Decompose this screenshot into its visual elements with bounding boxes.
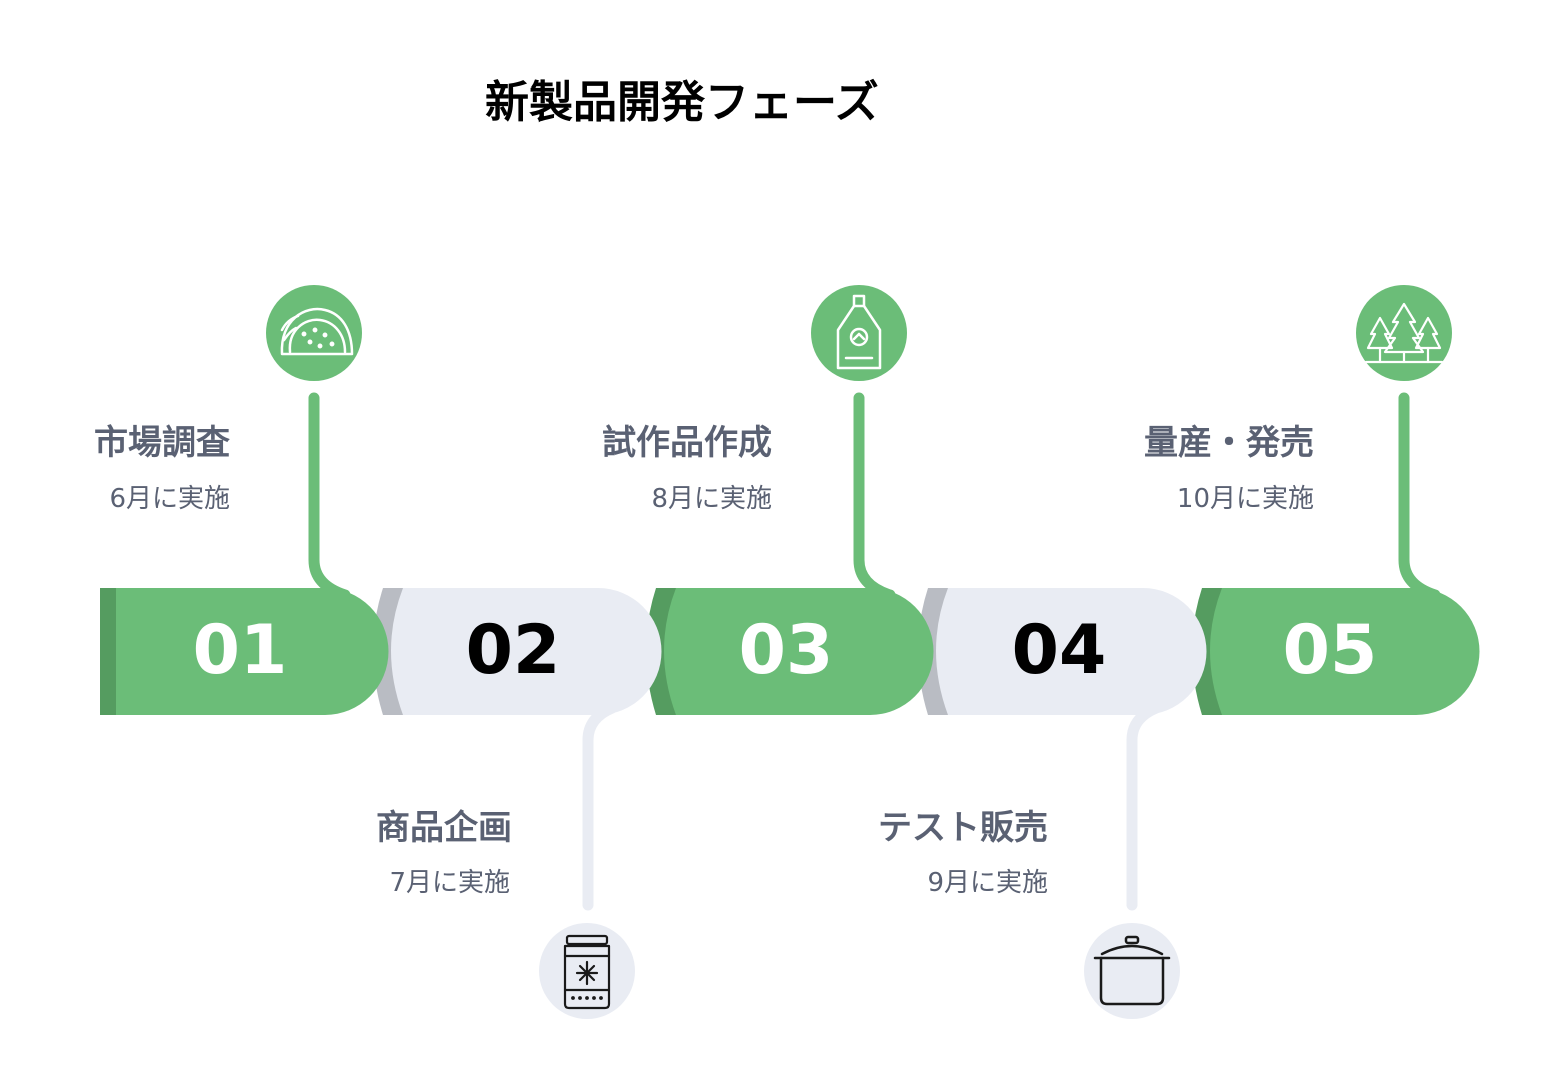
stage-4-subtitle: 9月に実施 (927, 868, 1048, 898)
pot-icon (1093, 935, 1171, 1006)
segment-2 (391, 588, 662, 715)
stage-4-number: 04 (1012, 611, 1107, 690)
connector-line-4 (1126, 702, 1162, 911)
stage-1-number: 01 (193, 611, 288, 690)
connector-line-3 (853, 392, 896, 601)
segment-1-edge (100, 588, 118, 715)
connector-line-2 (582, 702, 618, 911)
connector-line-1 (308, 392, 351, 601)
stage-1-subtitle: 6月に実施 (109, 484, 230, 514)
page-title: 新製品開発フェーズ (485, 77, 879, 128)
stage-3-subtitle: 8月に実施 (651, 484, 772, 514)
connector-line-5 (1398, 392, 1441, 601)
stage-5-title: 量産・発売 (1144, 423, 1314, 463)
stage-1-title: 市場調査 (94, 423, 230, 463)
trees-icon (1364, 302, 1444, 364)
taco-icon (280, 307, 354, 356)
stage-4-title: テスト販売 (878, 808, 1048, 848)
jar-icon (563, 934, 611, 1010)
bottle-icon (836, 294, 882, 370)
stage-2-number: 02 (466, 611, 561, 690)
segment-1 (116, 588, 389, 715)
stage-3-title: 試作品作成 (602, 423, 772, 463)
stage-5-subtitle: 10月に実施 (1176, 484, 1314, 514)
stage-1-icon-circle (266, 285, 362, 381)
stage-2-title: 商品企画 (376, 808, 512, 848)
segment-5 (1210, 588, 1480, 715)
stage-5-number: 05 (1283, 611, 1378, 690)
stage-3-number: 03 (739, 611, 834, 690)
segment-4 (936, 588, 1207, 715)
stage-4-icon-circle (1084, 923, 1180, 1019)
stage-2-subtitle: 7月に実施 (389, 868, 510, 898)
segment-3 (664, 588, 934, 715)
